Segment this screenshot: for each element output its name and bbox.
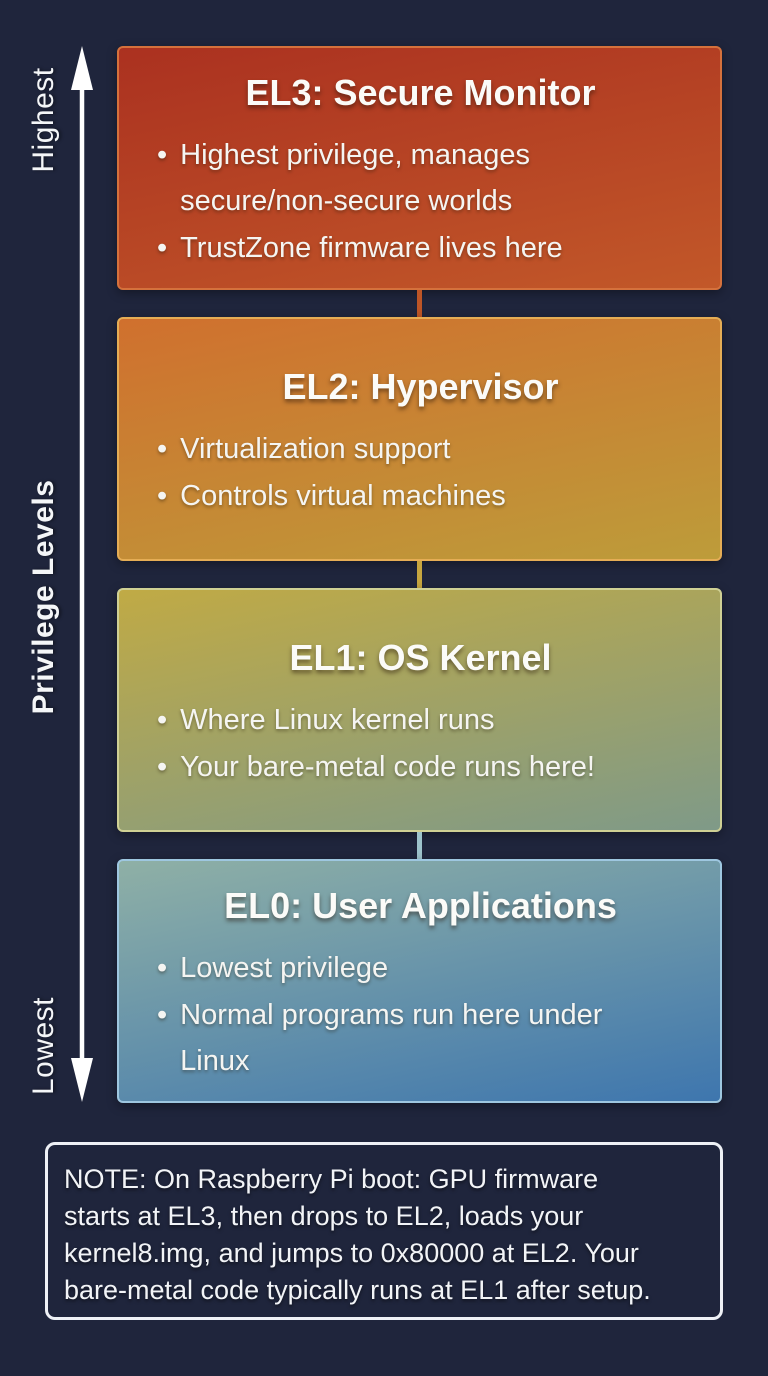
- level-bullet-list: • Virtualization support • Controls virtual…: [157, 426, 684, 519]
- bullet-dot-icon: •: [157, 231, 168, 264]
- bullet-dot-icon: •: [157, 703, 168, 736]
- level-title: EL2: Hypervisor: [282, 365, 559, 407]
- bullet-item: • TrustZone firmware lives here: [157, 225, 684, 271]
- level-connector-line: [417, 561, 422, 588]
- bullet-text: TrustZone firmware lives here: [180, 231, 563, 264]
- privilege-level-box: EL3: Secure Monitor • Highest privilege, …: [117, 46, 722, 290]
- note-line: NOTE: On Raspberry Pi boot: GPU firmware: [64, 1164, 599, 1194]
- bullet-text: Controls virtual machines: [180, 479, 506, 512]
- note-line: starts at EL3, then drops to EL2, loads …: [64, 1201, 584, 1231]
- bullet-text: Normal programs run here under Linux: [180, 998, 603, 1077]
- privilege-axis-arrow: [71, 46, 93, 1102]
- bullet-item: • Controls virtual machines: [157, 473, 684, 519]
- bullet-item: • Virtualization support: [157, 426, 684, 472]
- bullet-text: Highest privilege, manages secure/non-se…: [180, 138, 530, 217]
- bullet-item: • Normal programs run here under Linux: [157, 992, 684, 1084]
- bullet-item: • Lowest privilege: [157, 945, 684, 991]
- bullet-dot-icon: •: [157, 998, 168, 1031]
- privilege-level-box: EL1: OS Kernel •Where Linux kernel runs•…: [117, 588, 722, 832]
- note-line: bare-metal code typically runs at EL1 af…: [64, 1275, 651, 1305]
- note-line: kernel8.img, and jumps to 0x80000 at EL2…: [64, 1238, 639, 1268]
- arrow-down-icon: [71, 1058, 93, 1102]
- bullet-text: Lowest privilege: [180, 951, 389, 984]
- bullet-dot-icon: •: [157, 432, 168, 465]
- level-connector-line: [417, 290, 422, 317]
- level-title: EL3: Secure Monitor: [245, 71, 596, 113]
- axis-label-highest: Highest: [27, 67, 60, 173]
- bullet-text: Where Linux kernel runs: [180, 703, 495, 736]
- bullet-dot-icon: •: [157, 138, 168, 171]
- bullet-dot-icon: •: [157, 750, 168, 783]
- bullet-text: Your bare-metal code runs here!: [180, 750, 595, 783]
- bullet-text: Virtualization support: [180, 432, 451, 465]
- level-title: EL0: User Applications: [224, 884, 617, 926]
- level-bullet-list: • Lowest privilege • Normal programs run he…: [157, 945, 684, 1084]
- bullet-item: • Your bare-metal code runs here!: [157, 744, 684, 790]
- bullet-item: • Highest privilege, manages secure/non-s…: [157, 132, 684, 224]
- level-bullet-list: • Where Linux kernel runs • Your bare-metal…: [157, 697, 684, 790]
- privilege-levels-stack: EL3: Secure Monitor • Highest privilege, …: [117, 46, 722, 1103]
- arrow-up-icon: [71, 46, 93, 90]
- level-title: EL1: OS Kernel: [289, 636, 552, 678]
- axis-label-privilege-levels: Privilege Levels: [27, 479, 60, 715]
- privilege-level-box: EL0: User Applications • Lowest privilege…: [117, 859, 722, 1103]
- level-bullet-list: • Highest privilege, manages secure/non-s…: [157, 132, 684, 271]
- privilege-level-box: EL2: Hypervisor •Virtualization support•…: [117, 317, 722, 561]
- note-box: NOTE: On Raspberry Pi boot: GPU firmware…: [45, 1142, 723, 1320]
- bullet-dot-icon: •: [157, 951, 168, 984]
- bullet-item: • Where Linux kernel runs: [157, 697, 684, 743]
- level-connector-line: [417, 832, 422, 859]
- bullet-dot-icon: •: [157, 479, 168, 512]
- axis-label-lowest: Lowest: [27, 996, 60, 1096]
